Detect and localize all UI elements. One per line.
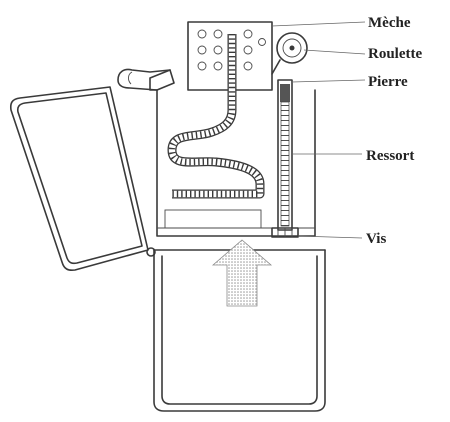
label-spring: Ressort [366,148,414,164]
leader-wheel [303,49,366,55]
leader-flint [291,79,366,83]
insert-arrow [211,239,273,307]
flint-wheel [271,32,308,75]
leader-wick [271,21,366,27]
label-wheel: Roulette [368,46,422,62]
spring [280,101,290,227]
open-lid [9,86,149,272]
hinge [146,247,156,257]
label-flint: Pierre [368,74,408,90]
label-screw: Vis [366,231,386,247]
leader-screw [297,235,363,239]
label-wick: Mèche [368,15,411,31]
flint [280,84,290,102]
flint-tube [271,79,299,238]
wick [167,34,265,199]
